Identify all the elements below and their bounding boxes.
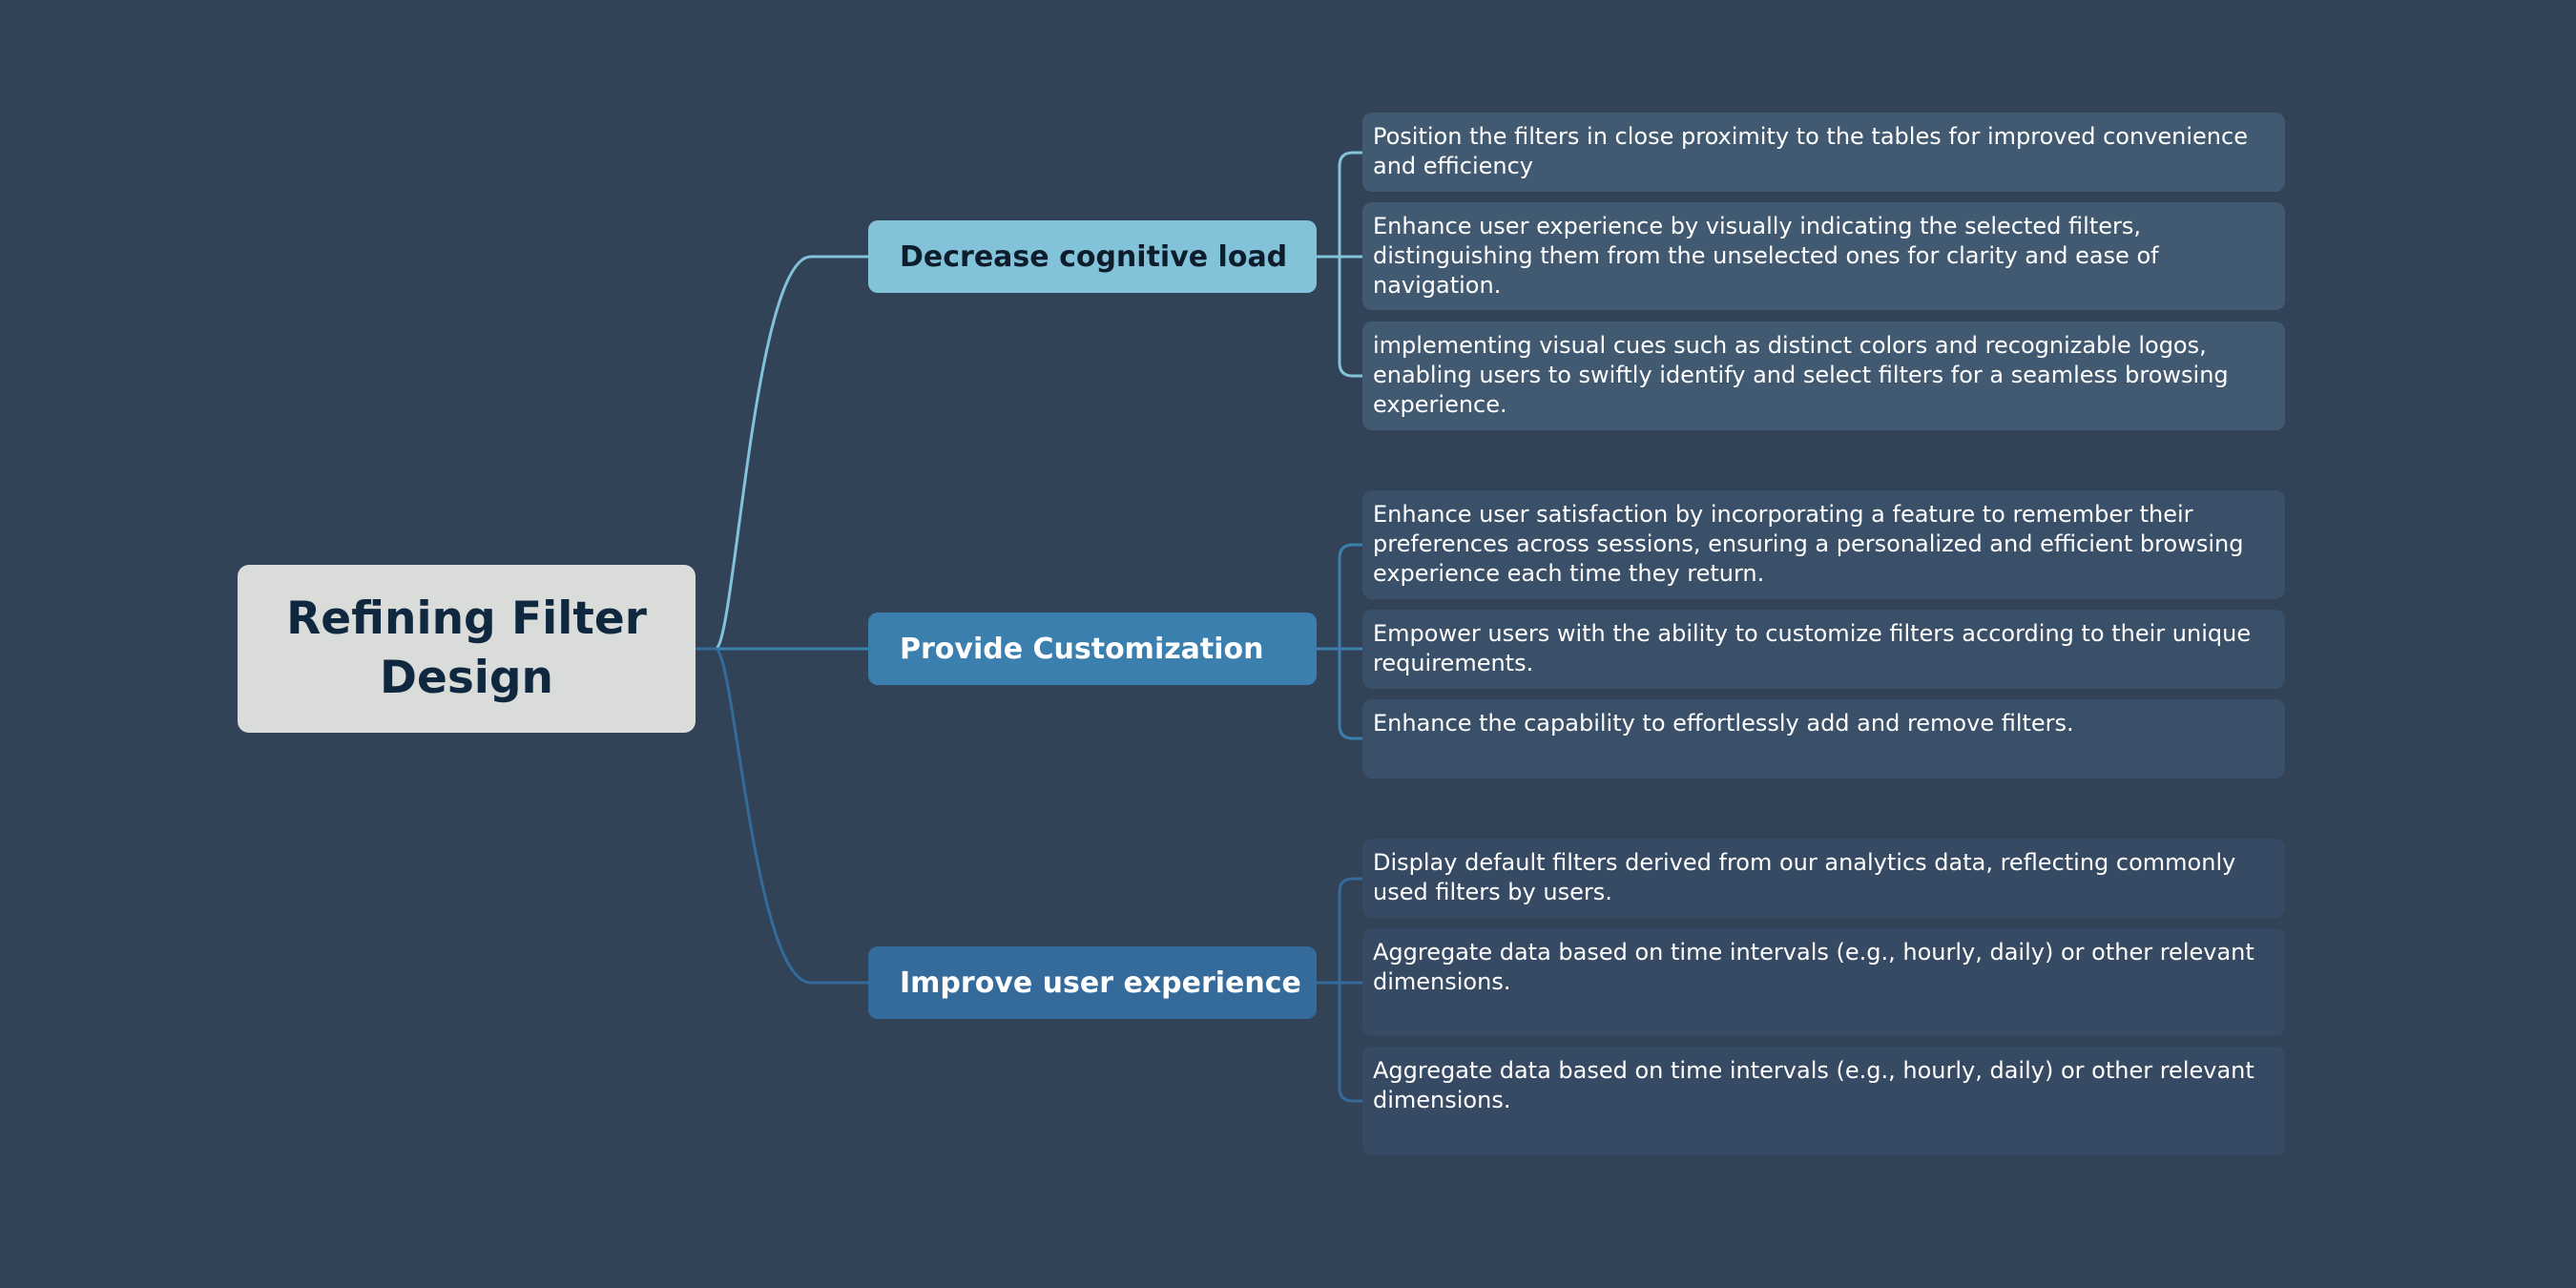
leaf-text: Position the filters in close proximity …: [1373, 123, 2248, 179]
leaf-node-1-2[interactable]: Enhance user experience by visually indi…: [1362, 202, 2285, 310]
leaf-text: Aggregate data based on time intervals (…: [1373, 939, 2254, 995]
leaf-node-1-1[interactable]: Position the filters in close proximity …: [1362, 113, 2285, 192]
branch-label: Provide Customization: [900, 632, 1264, 666]
root-node[interactable]: Refining Filter Design: [238, 565, 696, 733]
branch-label: Improve user experience: [900, 966, 1301, 1000]
root-title-line-2: Design: [379, 652, 554, 704]
root-title: Refining Filter Design: [286, 590, 647, 708]
branch-label: Decrease cognitive load: [900, 239, 1288, 274]
leaf-text: Enhance user satisfaction by incorporati…: [1373, 501, 2244, 587]
leaf-node-2-2[interactable]: Empower users with the ability to custom…: [1362, 610, 2285, 689]
leaf-node-1-3[interactable]: implementing visual cues such as distinc…: [1362, 322, 2285, 430]
leaf-text: Display default filters derived from our…: [1373, 849, 2236, 905]
leaf-text: Empower users with the ability to custom…: [1373, 620, 2252, 676]
root-title-line-1: Refining Filter: [286, 592, 647, 645]
leaf-node-3-1[interactable]: Display default filters derived from our…: [1362, 839, 2285, 918]
leaf-text: implementing visual cues such as distinc…: [1373, 332, 2229, 418]
connector-root-to-branch-1: [696, 255, 868, 651]
branch-node-improve-user-experience[interactable]: Improve user experience: [868, 946, 1317, 1019]
connector-branch-3-bracket: [1338, 877, 1362, 1103]
connector-branch-2-bracket: [1338, 543, 1362, 740]
branch-node-provide-customization[interactable]: Provide Customization: [868, 613, 1317, 685]
leaf-node-2-1[interactable]: Enhance user satisfaction by incorporati…: [1362, 490, 2285, 599]
leaf-node-2-3[interactable]: Enhance the capability to effortlessly a…: [1362, 699, 2285, 779]
connector-branch-1-bracket: [1338, 151, 1362, 378]
connector-root-to-branch-3: [696, 647, 868, 985]
branch-node-decrease-cognitive-load[interactable]: Decrease cognitive load: [868, 220, 1317, 293]
leaf-node-3-3[interactable]: Aggregate data based on time intervals (…: [1362, 1047, 2285, 1155]
leaf-text: Enhance user experience by visually indi…: [1373, 213, 2159, 299]
leaf-node-3-2[interactable]: Aggregate data based on time intervals (…: [1362, 928, 2285, 1036]
leaf-text: Enhance the capability to effortlessly a…: [1373, 710, 2074, 737]
leaf-text: Aggregate data based on time intervals (…: [1373, 1057, 2254, 1113]
